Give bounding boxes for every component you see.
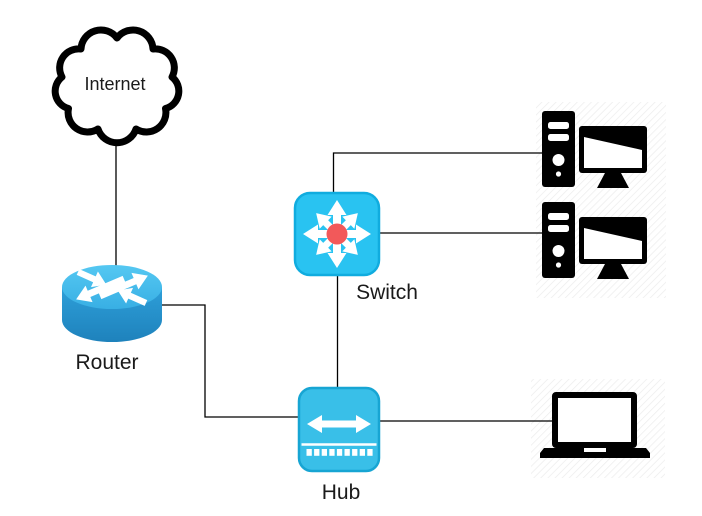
cloud-icon — [51, 26, 183, 147]
edge-router-hub — [160, 304, 300, 418]
internet-label: Internet — [84, 74, 145, 94]
switch-center-dot — [326, 223, 348, 245]
hub-arrow — [307, 415, 371, 433]
hub-box — [297, 386, 381, 473]
node-hub: Hub — [297, 386, 381, 504]
node-switch: Switch — [293, 191, 418, 304]
cisco-switch-icon — [293, 191, 381, 277]
hub-label: Hub — [322, 481, 361, 504]
router-label: Router — [75, 351, 138, 374]
cisco-router-icon — [62, 264, 162, 342]
node-internet: Internet — [51, 26, 183, 147]
laptop-screen — [558, 398, 631, 442]
connector-lines — [115, 134, 552, 422]
node-router: Router — [62, 264, 162, 374]
laptop-base — [540, 448, 650, 458]
hub-icon — [297, 386, 381, 473]
laptop-icon — [540, 392, 650, 458]
edge-switch-pc1 — [332, 152, 543, 196]
hub-ports — [306, 449, 373, 456]
laptop-notch — [584, 448, 606, 452]
switch-label: Switch — [356, 281, 418, 304]
